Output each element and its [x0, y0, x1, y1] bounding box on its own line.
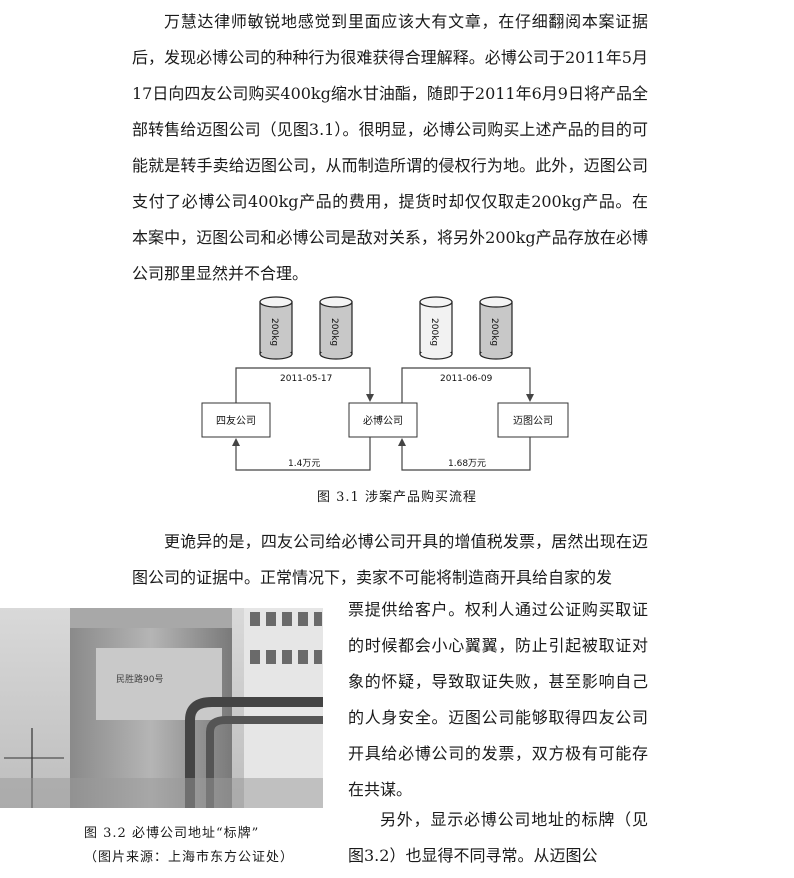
paragraph-2: 更诡异的是，四友公司给必博公司开具的增值税发票，居然出现在迈图公司的证据中。正常… [132, 532, 648, 587]
company-box-3: 迈图公司 [497, 402, 569, 438]
payment-arrow-2 [401, 437, 531, 471]
figure-2-caption-line-2: （图片来源：上海市东方公证处） [84, 850, 295, 865]
date-label-2: 2011-06-09 [440, 374, 493, 384]
paragraph-3: 另外，显示必博公司地址的标牌（见图3.2）也显得不同寻常。从迈图公 [348, 810, 648, 865]
paragraph-1: 万慧达律师敏锐地感觉到里面应该大有文章，在仔细翻阅本案证据后，发现必博公司的种种… [132, 12, 648, 283]
paragraph-2-continued: 票提供给客户。权利人通过公证购买取证的时候都会小心翼翼，防止引起被取证对象的怀疑… [348, 600, 648, 799]
flow-arrow-2 [401, 367, 531, 403]
cylinder-3: 200kg [419, 296, 453, 360]
figure-1-caption: 图 3.1 涉案产品购买流程 [317, 490, 477, 505]
flow-arrow-1 [235, 367, 371, 403]
cylinder-4: 200kg [479, 296, 513, 360]
cylinder-1-label: 200kg [269, 318, 279, 346]
cylinder-2: 200kg [319, 296, 353, 360]
payment-arrow-1 [235, 437, 371, 471]
address-sign-photo: 民胜路90号 [0, 608, 323, 808]
company-box-2-label: 必博公司 [363, 414, 403, 427]
company-box-3-label: 迈图公司 [513, 415, 553, 427]
cylinder-4-label: 200kg [489, 318, 499, 346]
amount-label-2: 1.68万元 [448, 459, 486, 469]
figure-2-caption-line-1: 图 3.2 必博公司地址“标牌” [84, 826, 260, 841]
date-label-1: 2011-05-17 [280, 374, 332, 384]
company-box-1-label: 四友公司 [216, 414, 256, 427]
amount-label-1: 1.4万元 [288, 459, 320, 469]
cylinder-2-label: 200kg [329, 318, 339, 346]
purchase-flow-diagram: 200kg 200kg 200kg 200kg 2011-05-17 2011-… [201, 296, 569, 471]
photo-sign-text: 民胜路90号 [116, 673, 163, 685]
company-box-1: 四友公司 [201, 402, 271, 438]
cylinder-3-label: 200kg [429, 318, 439, 346]
cylinder-1: 200kg [259, 296, 293, 360]
company-box-2: 必博公司 [348, 402, 418, 438]
